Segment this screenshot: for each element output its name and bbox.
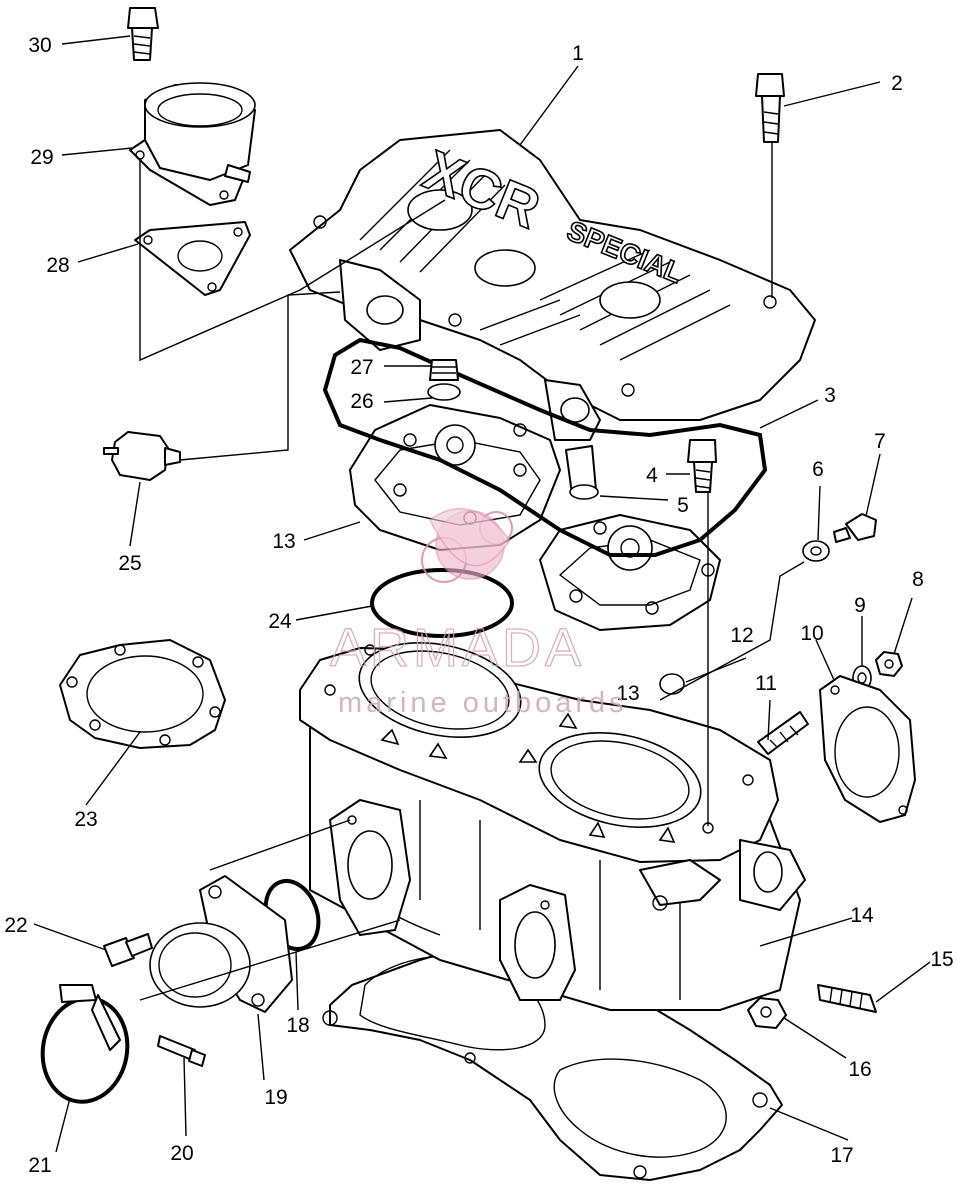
bleed-screw [427,359,461,401]
washer-6 [802,540,830,562]
callout-16: 16 [848,1058,871,1081]
leader-lines [33,35,931,1153]
callout-1: 1 [572,42,584,65]
callout-23: 23 [74,808,97,831]
callout-8: 8 [912,568,924,591]
nut-16 [747,997,787,1029]
exhaust-gasket [819,675,916,823]
plug-12 [659,673,685,695]
callout-22: 22 [4,914,27,937]
water-nipple [565,445,599,500]
head-cover-seal [322,337,768,557]
callout-2: 2 [891,72,903,95]
callout-30: 30 [28,34,51,57]
head-cover: XCR SPECIAL [289,129,816,441]
stud-15 [817,984,877,1013]
callout-13-dome: 13 [272,530,295,553]
stud-11 [757,711,809,755]
callout-20: 20 [170,1142,193,1165]
callout-17: 17 [830,1144,853,1167]
bolt-2 [755,73,785,143]
fitting-7 [833,513,877,543]
callout-9: 9 [854,594,866,617]
callout-3: 3 [824,384,836,407]
callout-24: 24 [268,610,292,633]
callout-29: 29 [30,146,53,169]
bolt-30 [127,7,159,61]
callout-25: 25 [118,552,141,575]
callout-26: 26 [350,390,373,413]
callout-28: 28 [46,254,69,277]
head-dome-left [349,404,561,551]
callout-27: 27 [350,356,373,379]
hose-clamp [40,984,130,1104]
callout-7: 7 [874,430,886,453]
watermark-emblem-icon [421,508,513,583]
callout-6: 6 [812,458,824,481]
head-gasket [59,639,226,749]
callout-11: 11 [755,672,777,695]
callout-18: 18 [286,1014,309,1037]
nut-8 [875,651,903,677]
watermark-tagline: marine outboards [338,687,628,719]
cylinder-block [299,641,806,1011]
callout-21: 21 [28,1154,51,1177]
callout-14: 14 [850,904,874,927]
callout-13-plug: 13 [616,682,639,705]
watermark-brand: ARMADA [330,618,585,678]
temperature-sensor [103,431,181,481]
screw-20 [157,1035,206,1067]
intake-adapter [149,875,293,1013]
bolt-4 [687,439,717,493]
thermostat-housing [129,82,256,206]
callout-4: 4 [646,464,658,487]
screw-22 [103,933,153,967]
callout-19: 19 [264,1086,287,1109]
callout-10: 10 [800,622,823,645]
cylinder-o-ring [370,568,514,638]
callout-12: 12 [730,624,753,647]
callout-5: 5 [677,494,689,517]
callout-15: 15 [930,948,953,971]
watermark: ARMADA marine outboards [329,508,628,719]
intake-gasket [134,221,251,296]
callout-labels: 30 29 28 1 2 3 4 5 6 7 8 9 10 11 12 13 1… [4,34,953,1177]
